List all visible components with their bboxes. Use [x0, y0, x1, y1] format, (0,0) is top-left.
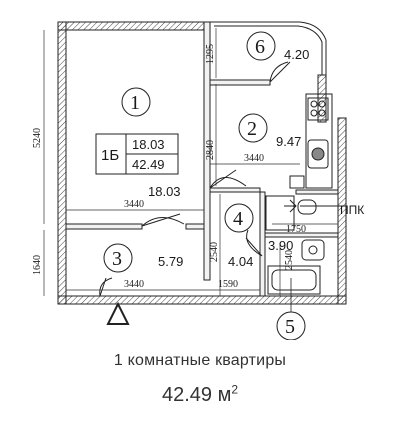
plan-subtitle: 1 комнатные квартиры [113, 352, 287, 369]
dim-hall-width: 1750 [286, 224, 306, 235]
door-room1 [141, 213, 185, 227]
dimension-lines [43, 28, 338, 296]
door-bath [245, 229, 263, 257]
stove [307, 97, 329, 121]
door-entry [99, 277, 113, 297]
wall-bath-left [259, 191, 266, 297]
room-3-number: 3 [112, 248, 122, 270]
room-2-area: 9.47 [276, 134, 301, 149]
dim-balcony-depth: 1295 [205, 44, 216, 64]
apartment-type-code: 1Б [101, 147, 119, 164]
toilet [297, 199, 317, 215]
balcony [209, 21, 327, 80]
wall-hall-top [209, 187, 261, 193]
wall-kitchen-bottom [295, 189, 339, 195]
sink [307, 139, 329, 169]
total-area-value: 42.49 м [161, 384, 232, 406]
interior-walls [65, 21, 339, 297]
wall-bath-top [264, 232, 339, 238]
bathtub [267, 265, 321, 295]
dim-room1-width: 3440 [124, 199, 144, 210]
room-4-number: 4 [233, 208, 243, 230]
room-2-circle [238, 113, 268, 143]
ppk-label: ППК [340, 203, 364, 217]
wall-room2-top [209, 79, 271, 86]
kitchen-fixtures [305, 93, 333, 189]
washbasin [301, 239, 325, 261]
dim-corridor-width: 1590 [218, 279, 238, 290]
apartment-type-box [95, 133, 179, 175]
dim-room1-height: 5240 [32, 128, 43, 148]
room-1-number: 1 [130, 92, 140, 114]
room-1-area: 18.03 [148, 184, 181, 199]
wall-bottom [57, 295, 347, 305]
room-1-circle [121, 87, 151, 117]
wall-left [57, 21, 67, 305]
wall-room1-bottom-left [65, 223, 143, 230]
room-3-area: 5.79 [158, 254, 183, 269]
room-3-circle [103, 243, 133, 273]
dim-room3-height: 1640 [32, 255, 43, 275]
room-6-number: 6 [255, 36, 265, 58]
room-6-circle [246, 31, 276, 61]
wall-room1-right [203, 21, 211, 281]
kitchen-counter [305, 93, 333, 189]
apartment-type-area: 18.03 [132, 137, 165, 152]
bath-fixtures [267, 175, 325, 295]
dim-room3-width: 3440 [124, 279, 144, 290]
dim-hall-height: 2540 [209, 242, 220, 262]
room-4-circle [224, 203, 254, 233]
room-5-number: 5 [285, 316, 295, 338]
room-4-area: 4.04 [228, 254, 253, 269]
total-area: 42.49 м2 [0, 382, 400, 407]
apartment-type-total: 42.49 [132, 157, 165, 172]
floor-plan: ППК 5240 1640 3440 3440 1590 3440 2840 1… [32, 21, 364, 340]
dim-room2-height: 2840 [205, 140, 216, 160]
door-room2 [209, 169, 247, 189]
total-area-unit-sup: 2 [231, 382, 239, 397]
door-swings [99, 61, 291, 297]
dim-bath-height: 2540 [284, 250, 295, 270]
dim-room2-width: 3440 [244, 153, 264, 164]
door-balcony [269, 61, 291, 83]
room-6-area: 4.20 [284, 47, 309, 62]
ppk-niche [265, 195, 344, 231]
room-markers [103, 31, 306, 340]
entrance-marker-icon [106, 301, 130, 325]
wall-room1-bottom-right [185, 223, 205, 230]
room-2-number: 2 [247, 118, 257, 140]
room-5-area: 3.90 [268, 238, 293, 253]
wall-top-left [57, 21, 205, 31]
